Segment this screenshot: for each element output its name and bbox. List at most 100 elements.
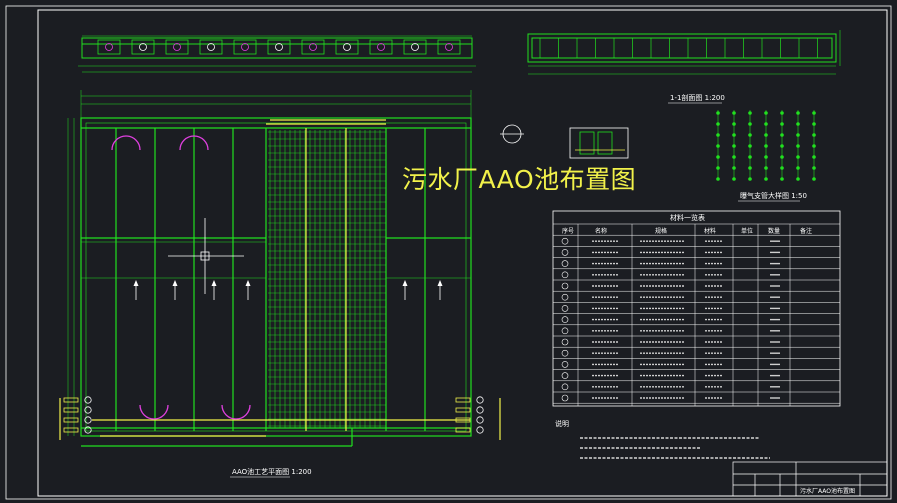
table-row-number-circle	[561, 260, 569, 267]
detail-diffuser	[764, 177, 768, 181]
titleblock-drawing-name: 污水厂AAO池布置图	[800, 487, 855, 495]
detail-diffuser	[748, 122, 752, 126]
detail-diffuser	[796, 144, 800, 148]
table-header-unit: 单位	[741, 227, 753, 235]
detail-diffuser	[732, 177, 736, 181]
plan-label: AAO池工艺平面图 1:200	[232, 467, 312, 476]
detail-diffuser	[812, 155, 816, 159]
detail-diffuser	[780, 122, 784, 126]
detail-diffuser	[796, 177, 800, 181]
strip-cell	[199, 39, 223, 55]
valve-icon	[476, 426, 484, 434]
detail-diffuser	[812, 111, 816, 115]
flow-arrow-head	[133, 280, 139, 286]
table-row-number-circle	[561, 282, 569, 290]
strip-cell	[131, 39, 155, 55]
strip-valve-icon	[173, 43, 181, 51]
detail-diffuser	[796, 155, 800, 159]
flow-arrows	[133, 280, 443, 300]
valve-clusters	[63, 396, 484, 434]
detail-diffuser	[812, 144, 816, 148]
notes-lines	[580, 437, 770, 459]
table-header-material: 材料	[704, 227, 716, 235]
detail-diffuser	[732, 111, 736, 115]
detail-diffuser	[748, 177, 752, 181]
detail-diffuser	[716, 111, 720, 115]
strip-cell	[233, 39, 257, 55]
detail-diffuser	[812, 177, 816, 181]
valve-body	[63, 417, 79, 423]
strip-valve-icon	[207, 43, 215, 51]
detail-diffuser	[812, 122, 816, 126]
title-block	[732, 461, 888, 497]
detail-diffuser	[716, 166, 720, 170]
detail-diffuser	[764, 122, 768, 126]
table-row-number-circle	[561, 338, 569, 346]
strip-valve-icon	[241, 43, 249, 51]
section-label: 1-1剖面图 1:200	[670, 93, 725, 102]
valve-icon	[476, 406, 484, 414]
valve-body	[455, 407, 471, 413]
table-title: 材料一览表	[670, 213, 705, 222]
strip-valve-icon	[309, 43, 317, 51]
table-header-remark: 备注	[800, 227, 812, 235]
detail-diffuser	[764, 155, 768, 159]
detail-diffuser	[780, 144, 784, 148]
valve-body	[63, 427, 79, 433]
detail-label: 曝气支管大样图 1:50	[740, 191, 807, 200]
top-strip-cells	[97, 39, 461, 55]
strip-cell	[301, 39, 325, 55]
strip-cell	[267, 39, 291, 55]
table-row-number-circle	[561, 361, 569, 368]
detail-diffuser	[796, 133, 800, 137]
valve-body	[63, 407, 79, 413]
sheet-inner-frame	[37, 9, 888, 497]
detail-diffuser	[732, 144, 736, 148]
detail-diffuser	[796, 111, 800, 115]
table-grid	[553, 223, 840, 406]
flow-arrow-head	[172, 280, 178, 286]
table-header-qty: 数量	[768, 227, 780, 235]
strip-valve-icon	[139, 43, 147, 51]
drawing-title: 污水厂AAO池布置图	[402, 165, 637, 194]
valve-body	[455, 397, 471, 403]
detail-diffuser	[780, 133, 784, 137]
table-row-number-circle	[561, 316, 569, 323]
detail-diffuser	[748, 155, 752, 159]
flow-arrow-head	[211, 280, 217, 286]
table-row-number-circle	[561, 383, 569, 391]
table-header-no: 序号	[562, 227, 574, 235]
sheet-outer-frame	[5, 5, 892, 500]
table-row-number-circle	[561, 237, 569, 245]
notes-label: 说明	[555, 419, 569, 428]
strip-cell	[369, 39, 393, 55]
strip-cell	[97, 39, 121, 55]
table-row-number-circle	[561, 327, 569, 335]
table-row-number-circle	[561, 293, 569, 301]
detail-diffuser	[716, 144, 720, 148]
valve-icon	[476, 416, 484, 424]
strip-cell	[335, 39, 359, 55]
detail-diffuser	[780, 155, 784, 159]
small-detail-symbols	[500, 124, 629, 159]
detail-diffuser	[812, 166, 816, 170]
aeration-detail-grid	[716, 110, 816, 181]
detail-diffuser	[732, 122, 736, 126]
table-row-number-circle	[561, 249, 569, 256]
strip-valve-icon	[445, 43, 453, 51]
table-row-number-circle	[561, 305, 569, 312]
valve-icon	[84, 426, 92, 434]
strip-valve-icon	[411, 43, 419, 51]
strip-valve-icon	[275, 43, 283, 51]
detail-diffuser	[764, 111, 768, 115]
detail-diffuser	[780, 166, 784, 170]
detail-diffuser	[716, 177, 720, 181]
table-row-number-circle	[561, 394, 569, 402]
right-section-elevation	[527, 30, 841, 75]
strip-cell	[165, 39, 189, 55]
strip-valve-icon	[377, 43, 385, 51]
valve-icon	[84, 396, 92, 404]
pipe-lines	[59, 119, 501, 440]
